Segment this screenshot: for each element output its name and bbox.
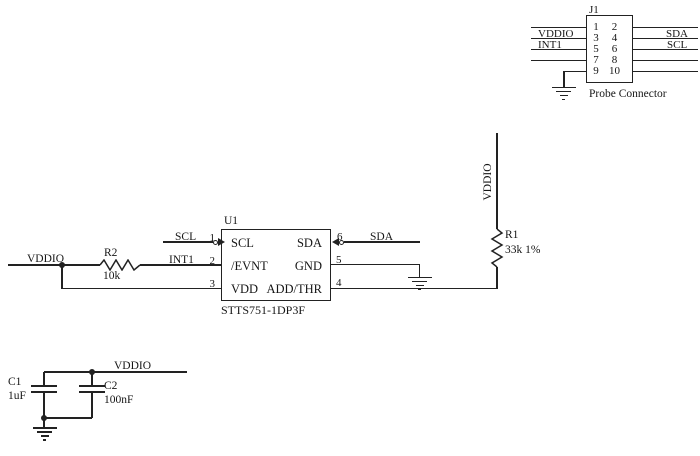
sda-net-label: SDA <box>370 231 394 243</box>
c1-top-plate <box>31 385 57 387</box>
j1-pin-number: 5 <box>593 42 599 55</box>
j1-pin2-wire <box>632 26 698 29</box>
ground-bar <box>562 98 565 101</box>
u1-pin-number: 5 <box>336 253 342 266</box>
j1-pin6-wire <box>632 48 698 51</box>
r1-refdes: R1 <box>505 228 519 241</box>
ground-bar <box>407 276 432 279</box>
ground-bar <box>37 431 52 433</box>
u1-pin-number: 2 <box>209 255 216 267</box>
ground-bar <box>556 90 571 93</box>
j1-pin-number: 7 <box>593 53 599 66</box>
u1-pin-number: 4 <box>336 277 342 289</box>
j1-caption: Probe Connector <box>589 88 667 100</box>
ground-bar <box>415 284 424 287</box>
j1-pin-number: 1 <box>593 20 599 33</box>
c2-refdes: C2 <box>104 380 118 392</box>
r2-resistor-zigzag <box>100 259 140 271</box>
r1-bottom-wire <box>496 266 498 289</box>
j1-ground-drop-wire <box>563 71 565 87</box>
sda-net-wire <box>344 241 420 243</box>
u1-pin6-arrow-icon <box>331 238 339 246</box>
int1-net-wire <box>140 264 221 266</box>
r2-refdes: R2 <box>104 246 118 259</box>
gnd-pin5-wire <box>331 263 420 266</box>
j1-pin3-wire <box>531 37 586 40</box>
j1-pin4-wire <box>632 37 698 40</box>
j1-ground-symbol <box>551 86 576 102</box>
u1-pin-number: 3 <box>209 278 216 290</box>
u1-pin-name-gnd: GND <box>294 258 322 273</box>
u1-pin-name-sda: SDA <box>296 235 322 250</box>
ground-bar <box>559 94 568 97</box>
j1-refdes: J1 <box>589 4 599 16</box>
r1-vddio-net-label: VDDIO <box>482 162 494 201</box>
scl-net-wire <box>163 241 213 243</box>
j1-pin-number: 4 <box>611 31 618 44</box>
vddio-net-label: VDDIO <box>27 252 65 265</box>
j1-pin5-wire <box>531 48 586 51</box>
r1-top-wire <box>496 133 498 229</box>
u1-ic-body <box>221 228 331 301</box>
ground-bar <box>412 280 427 283</box>
j1-pin-number: 6 <box>611 42 618 55</box>
u1-pin-number: 6 <box>337 230 343 243</box>
j1-pin-number: 3 <box>593 31 599 44</box>
u1-pin1-bubble <box>212 239 218 245</box>
j1-sda-net-label: SDA <box>666 27 689 40</box>
j1-pin-number: 8 <box>611 53 618 66</box>
c2-top-plate <box>79 385 105 387</box>
cap-ground-symbol <box>32 427 57 442</box>
cap-ground-bus-wire <box>44 417 92 419</box>
j1-pin-number: 9 <box>593 64 599 77</box>
ground-bar <box>40 435 49 437</box>
j1-pin9-wire <box>563 70 586 73</box>
j1-int1-net-label: INT1 <box>538 38 562 51</box>
c2-top-lead <box>91 372 93 385</box>
j1-pin7-wire <box>531 59 586 62</box>
c1-refdes: C1 <box>8 376 22 388</box>
cap-vddio-net-label: VDDIO <box>114 360 152 372</box>
u1-pin-name-addthr: ADD/THR <box>266 281 322 296</box>
u1-pin-name-vdd: VDD <box>231 281 259 296</box>
cap-vddio-rail-wire <box>44 371 187 373</box>
u1-pin6-bubble <box>338 239 344 245</box>
r1-value: 33k 1% <box>505 243 541 256</box>
vddio-rail-wire <box>8 264 100 266</box>
u1-pin-number: 1 <box>209 232 216 244</box>
j1-pin10-wire <box>632 70 698 73</box>
j1-connector-body <box>585 15 633 83</box>
u1-pin-name-scl: SCL <box>231 235 254 250</box>
j1-pin8-wire <box>632 59 698 62</box>
j1-vddio-net-label: VDDIO <box>538 27 574 40</box>
c1-value: 1uF <box>8 389 26 402</box>
r2-value: 10k <box>103 270 121 282</box>
gnd-drop-wire <box>418 264 421 277</box>
int1-net-label: INT1 <box>169 253 194 266</box>
j1-pin1-wire <box>531 26 586 29</box>
u1-pin1-arrow-icon <box>217 238 225 246</box>
u1-refdes: U1 <box>224 215 239 227</box>
c1-bottom-plate <box>31 390 57 393</box>
r1-resistor-zigzag <box>490 228 504 267</box>
c2-bottom-plate <box>79 390 105 393</box>
c2-value: 100nF <box>104 394 134 406</box>
j1-pin-number: 2 <box>611 20 618 33</box>
u1-pin-name-evnt: /EVNT <box>231 258 268 273</box>
c2-bottom-lead <box>91 392 93 419</box>
ground-bar <box>32 427 57 429</box>
u1-part-number: STTS751-1DP3F <box>221 303 306 317</box>
vddio-to-vdd-wire <box>61 265 63 289</box>
c1-bottom-lead <box>43 392 45 419</box>
c1-top-lead <box>43 372 45 385</box>
scl-net-label: SCL <box>175 231 197 243</box>
cap-ground-drop-wire <box>43 418 45 427</box>
j1-scl-net-label: SCL <box>667 38 688 51</box>
ground-bar <box>551 86 576 89</box>
addthr-pin4-wire <box>331 287 498 290</box>
ground-bar <box>43 439 46 441</box>
j1-pin-number: 10 <box>609 64 620 77</box>
vdd-pin3-wire <box>62 287 221 290</box>
